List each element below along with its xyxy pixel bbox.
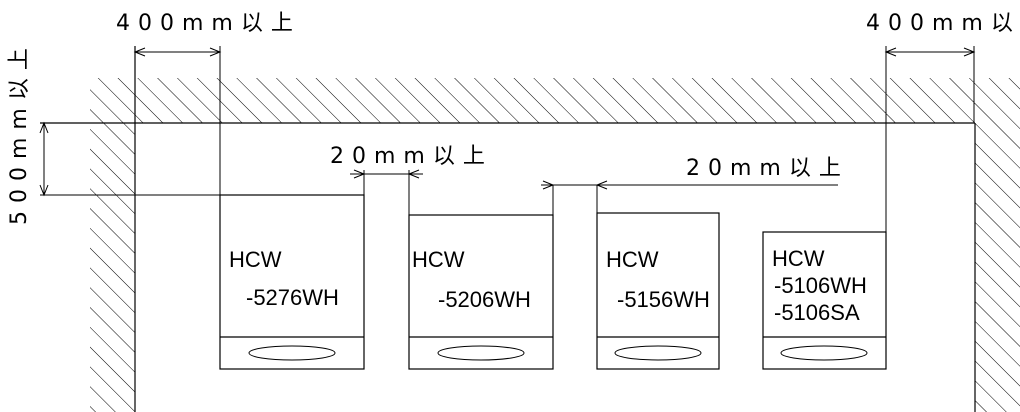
unit-hcw-5106wh-5106sa: HCW -5106WH -5106SA — [762, 231, 887, 370]
gap-1-2-label: 20mm以上 — [330, 144, 493, 169]
series-label: HCW — [606, 247, 659, 272]
model-label: -5156WH — [617, 287, 710, 312]
unit-hcw-5206wh: HCW -5206WH — [408, 214, 554, 370]
unit-hcw-5156wh: HCW -5156WH — [596, 212, 720, 370]
right-clearance-label: 400mm以上 — [866, 11, 1020, 36]
extension-lines — [40, 46, 975, 232]
left-clearance-label: 400mm以上 — [116, 11, 301, 36]
model-label: -5206WH — [438, 287, 531, 312]
model-label: -5106SA — [774, 300, 860, 325]
model-label: -5276WH — [246, 285, 339, 310]
dimension-lines — [39, 47, 976, 197]
series-label: HCW — [229, 247, 282, 272]
right-wall — [975, 123, 1020, 412]
unit-hcw-5276wh: HCW -5276WH — [219, 194, 365, 370]
gap-2-3-label: 20mm以上 — [686, 156, 849, 181]
series-label: HCW — [772, 246, 825, 271]
left-wall — [90, 123, 135, 412]
wall-hatching — [40, 46, 1020, 412]
series-label: HCW — [412, 247, 465, 272]
model-label: -5106WH — [774, 273, 867, 298]
ceiling-wall — [90, 78, 1020, 123]
top-clearance-label: 500mm以上 — [7, 40, 32, 225]
